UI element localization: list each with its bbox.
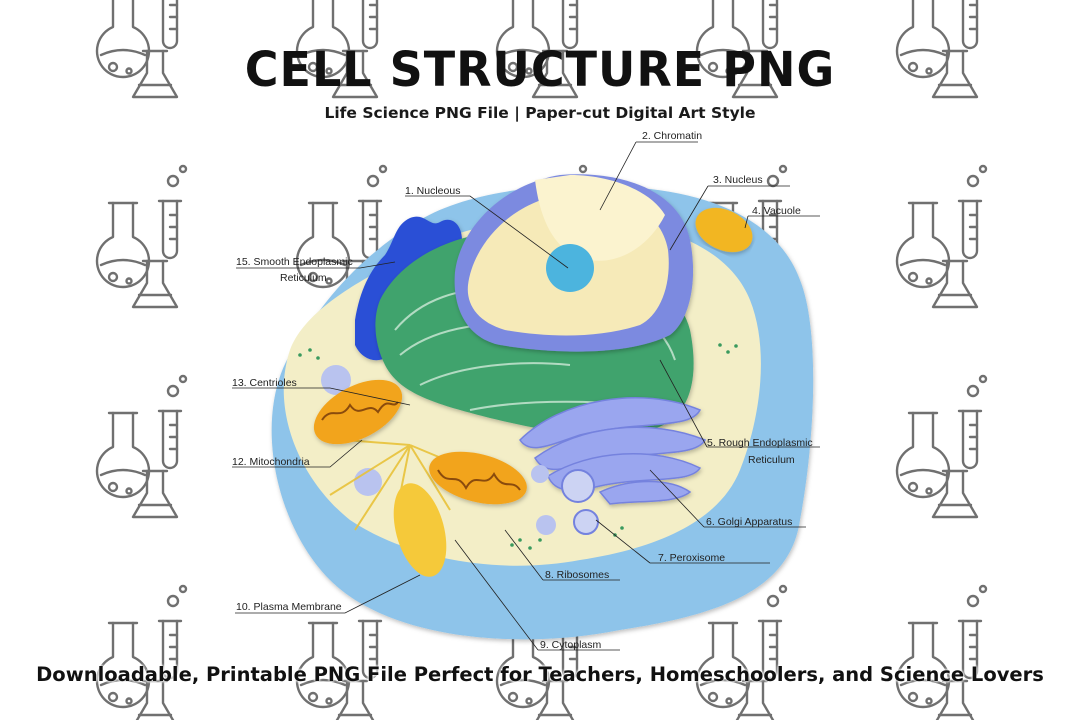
label-rough-er-line2: Reticulum	[748, 454, 795, 466]
label-mitochondria: 12. Mitochondria	[232, 456, 310, 468]
nucleolus-shape	[546, 244, 594, 292]
label-chromatin: 2. Chromatin	[642, 130, 702, 142]
label-vacuole: 4. Vacuole	[752, 205, 801, 217]
footer-tagline: Downloadable, Printable PNG File Perfect…	[36, 663, 1044, 686]
label-ribosomes: 8. Ribosomes	[545, 569, 609, 581]
label-centrioles: 13. Centrioles	[232, 377, 297, 389]
label-plasma-membrane: 10. Plasma Membrane	[236, 601, 342, 613]
vacuole-shape	[695, 207, 753, 253]
label-rough-er-line1: 5. Rough Endoplasmic	[707, 437, 813, 449]
peroxisome-shape	[561, 469, 595, 503]
page-title: CELL STRUCTURE PNG	[244, 40, 836, 98]
label-nucleus: 3. Nucleus	[713, 174, 763, 186]
mitochondria-shape	[313, 379, 527, 505]
label-nucleous: 1. Nucleous	[405, 185, 460, 197]
label-peroxisome: 7. Peroxisome	[658, 552, 725, 564]
label-golgi: 6. Golgi Apparatus	[706, 516, 792, 528]
label-smooth-er-line2: Reticulum	[280, 272, 327, 284]
label-smooth-er-line1: 15. Smooth Endoplasmic	[236, 256, 353, 268]
page-subtitle: Life Science PNG File | Paper-cut Digita…	[324, 104, 756, 122]
label-cytoplasm: 9. Cytoplasm	[540, 639, 602, 651]
